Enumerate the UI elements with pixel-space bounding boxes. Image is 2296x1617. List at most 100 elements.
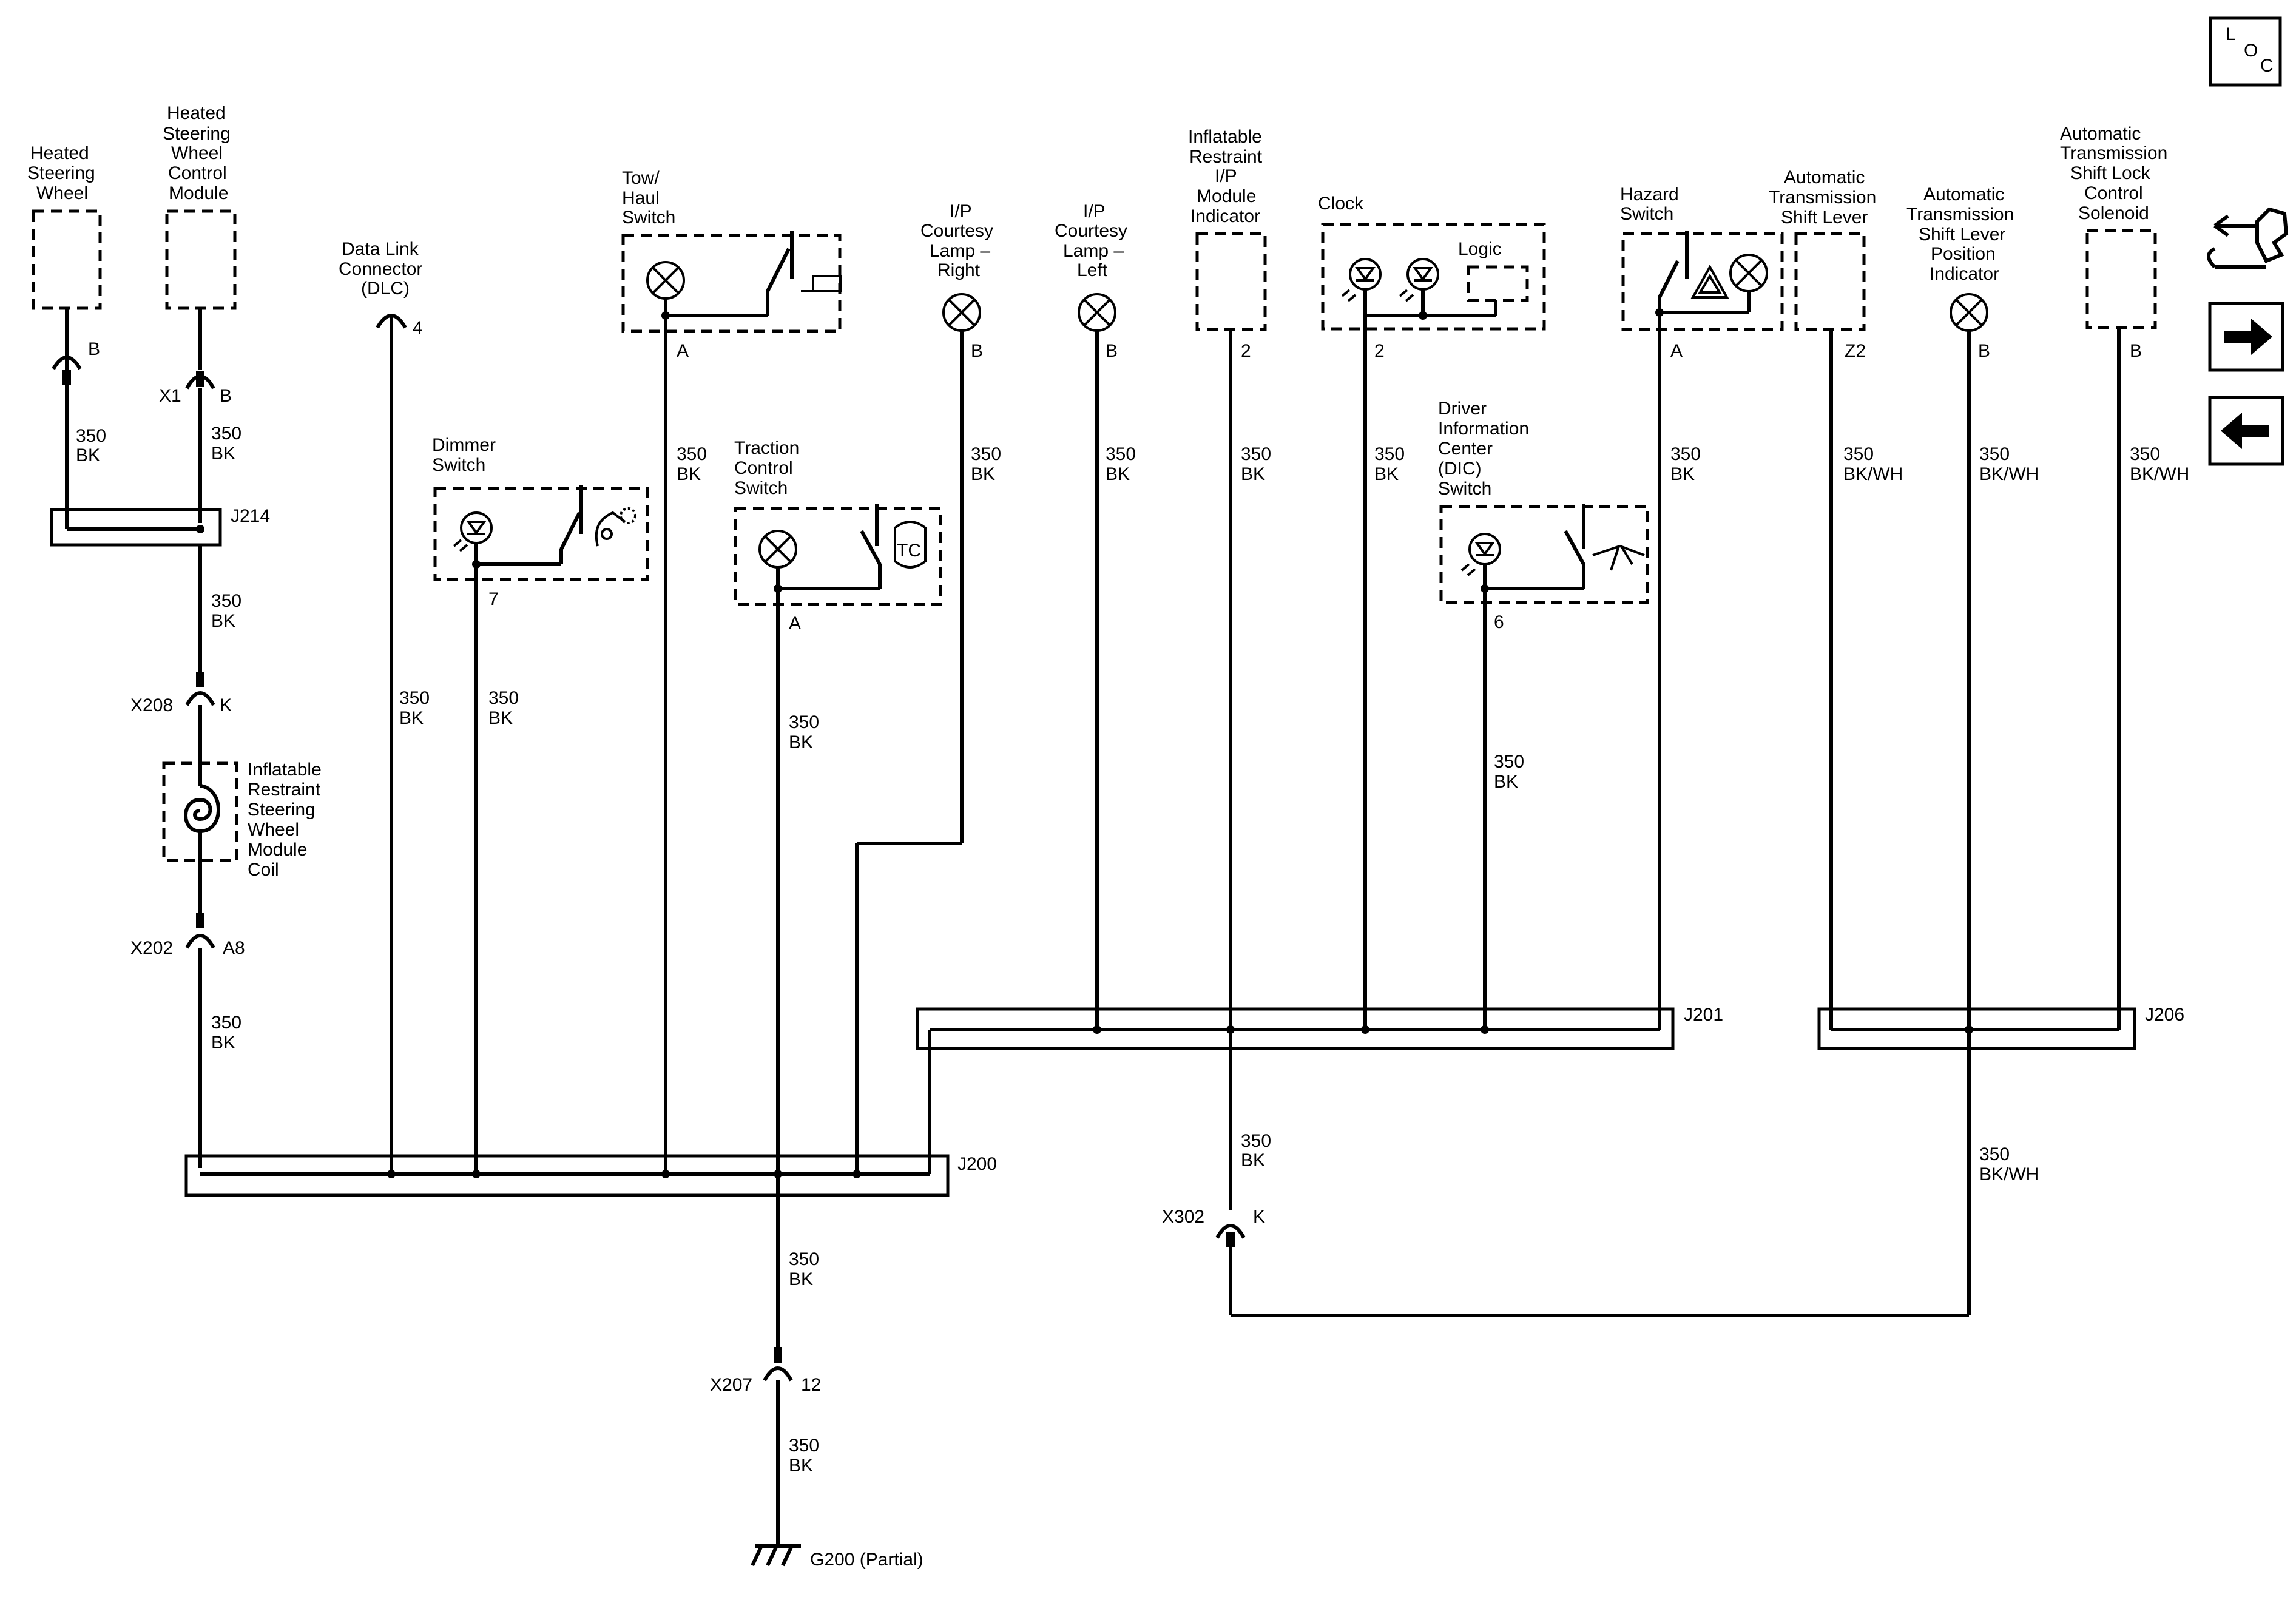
svg-text:Heated: Heated [30, 143, 89, 163]
svg-text:Wheel: Wheel [171, 143, 223, 163]
svg-text:X208: X208 [130, 695, 173, 715]
svg-text:Control: Control [734, 458, 793, 478]
svg-text:Traction: Traction [734, 438, 799, 458]
svg-text:350: 350 [1241, 444, 1271, 464]
svg-text:(DLC): (DLC) [361, 279, 410, 299]
svg-text:Right: Right [937, 260, 981, 280]
dic-stalk-icon [1592, 544, 1645, 571]
svg-text:A: A [1670, 341, 1683, 361]
svg-text:BK: BK [789, 1456, 813, 1476]
dic-switch: Driver Information Center (DIC) Switch 6… [1438, 399, 1649, 1030]
svg-text:350: 350 [1843, 444, 1874, 464]
automatic-transmission-shift-lever: Automatic Transmission Shift Lever Z2 35… [1769, 167, 1903, 1030]
svg-text:X302: X302 [1162, 1207, 1204, 1227]
svg-text:J200: J200 [957, 1154, 997, 1174]
svg-text:Coil: Coil [248, 860, 279, 880]
svg-text:B: B [220, 386, 232, 406]
svg-text:BK/WH: BK/WH [1843, 464, 1903, 484]
svg-text:350: 350 [211, 591, 241, 611]
dimmer-knob-icon [595, 511, 626, 547]
traction-control-icon: TC [894, 521, 927, 569]
svg-text:Transmission: Transmission [1906, 204, 2014, 224]
svg-text:350: 350 [399, 688, 430, 708]
shift-lever-position-indicator: Automatic Transmission Shift Lever Posit… [1906, 184, 2039, 1315]
svg-text:Inflatable: Inflatable [248, 760, 322, 780]
svg-text:J206: J206 [2145, 1005, 2184, 1025]
svg-text:BK: BK [1670, 464, 1695, 484]
svg-text:BK: BK [211, 611, 235, 631]
svg-text:Shift Lock: Shift Lock [2070, 163, 2151, 183]
svg-text:350: 350 [971, 444, 1001, 464]
svg-text:B: B [88, 339, 100, 359]
svg-text:12: 12 [801, 1375, 821, 1395]
svg-text:Wheel: Wheel [248, 820, 299, 840]
svg-text:350: 350 [2130, 444, 2160, 464]
svg-text:K: K [1253, 1207, 1265, 1227]
svg-text:350: 350 [211, 424, 241, 444]
svg-text:Position: Position [1931, 244, 1996, 264]
svg-text:J214: J214 [231, 506, 270, 526]
svg-text:Module: Module [248, 840, 307, 860]
heated-steering-wheel-control-module: Heated Steering Wheel Control Module X1 … [159, 103, 241, 523]
svg-text:I/P: I/P [1083, 201, 1106, 221]
tow-haul-switch: Tow/ Haul Switch A 350 BK [621, 168, 842, 1174]
svg-text:BK: BK [789, 732, 813, 752]
splice-j214: J214 [50, 506, 270, 547]
svg-text:Automatic: Automatic [1923, 184, 2004, 204]
next-page-button[interactable] [2208, 302, 2284, 372]
svg-text:A8: A8 [223, 938, 245, 958]
ip-courtesy-lamp-right: I/P Courtesy Lamp – Right B 350 BK [855, 201, 1001, 1174]
svg-text:J201: J201 [1684, 1005, 1723, 1025]
svg-text:350: 350 [211, 1013, 241, 1033]
clockspring-coil-icon [184, 784, 220, 834]
svg-text:Shift Lever: Shift Lever [1781, 208, 1868, 228]
previous-page-button[interactable] [2208, 396, 2284, 466]
svg-text:6: 6 [1494, 612, 1504, 632]
svg-text:Haul: Haul [622, 188, 660, 208]
splice-j206: J206 [1817, 1005, 2184, 1050]
svg-text:Inflatable: Inflatable [1188, 127, 1262, 147]
svg-text:BK: BK [211, 444, 235, 464]
svg-text:BK: BK [677, 464, 701, 484]
svg-text:Steering: Steering [27, 163, 95, 183]
svg-text:BK: BK [1241, 464, 1265, 484]
clock: Clock Logic 2 350 BK [1318, 194, 1546, 1030]
svg-text:350: 350 [1374, 444, 1405, 464]
svg-text:Clock: Clock [1318, 194, 1364, 214]
heated-steering-wheel: Heated Steering Wheel B 350 BK [27, 143, 106, 523]
svg-text:Solenoid: Solenoid [2078, 203, 2149, 223]
loc-badge[interactable]: L O C [2209, 16, 2282, 87]
ip-courtesy-lamp-left: I/P Courtesy Lamp – Left B 350 BK [1055, 201, 1136, 1030]
inflatable-restraint-coil: Inflatable Restraint Steering Wheel Modu… [162, 760, 322, 880]
svg-text:2: 2 [1241, 341, 1251, 361]
svg-text:BK/WH: BK/WH [1979, 1164, 2039, 1184]
component-locator-icon[interactable] [2207, 207, 2289, 269]
svg-text:Indicator: Indicator [1930, 264, 1999, 284]
svg-text:350: 350 [1106, 444, 1136, 464]
svg-text:Module: Module [169, 183, 228, 203]
loc-letter-c: C [2260, 56, 2274, 76]
svg-text:Switch: Switch [622, 208, 675, 228]
svg-text:BK: BK [1494, 772, 1518, 792]
svg-text:Connector: Connector [339, 259, 422, 279]
svg-text:Left: Left [1077, 260, 1108, 280]
svg-text:I/P: I/P [1215, 166, 1237, 186]
svg-text:K: K [220, 695, 232, 715]
svg-text:I/P: I/P [950, 201, 972, 221]
loc-letter-o: O [2244, 41, 2258, 61]
svg-text:Center: Center [1438, 439, 1493, 459]
hazard-triangle-icon [1690, 264, 1729, 299]
ground-symbol-icon [751, 1545, 794, 1567]
svg-text:Hazard: Hazard [1620, 184, 1679, 204]
svg-text:Indicator: Indicator [1190, 206, 1260, 226]
svg-text:BK: BK [1241, 1150, 1265, 1170]
splice-j200: J200 [184, 1154, 997, 1197]
svg-text:Driver: Driver [1438, 399, 1487, 419]
svg-text:Data Link: Data Link [342, 239, 419, 259]
svg-text:Steering: Steering [163, 124, 231, 144]
svg-text:350: 350 [1979, 444, 2010, 464]
svg-text:Switch: Switch [1620, 204, 1673, 224]
svg-text:BK/WH: BK/WH [2130, 464, 2189, 484]
svg-text:Shift Lever: Shift Lever [1919, 224, 2005, 245]
